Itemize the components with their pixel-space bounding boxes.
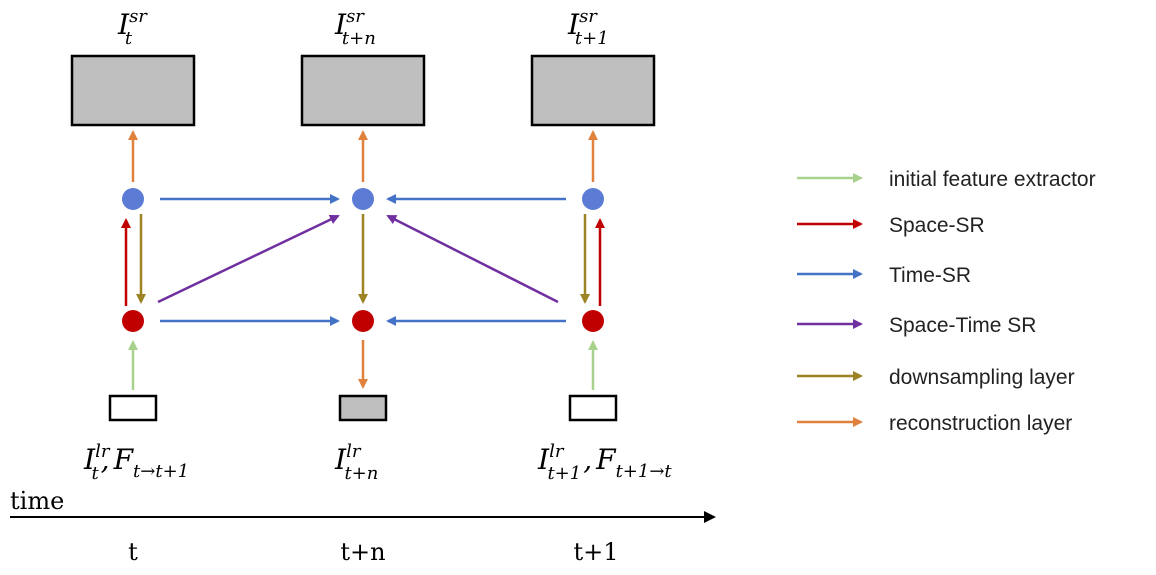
legend-label-time-sr: Time-SR: [889, 264, 971, 287]
time-tick-tn: t+n: [340, 538, 385, 566]
space-time-sr-arrow-left: [157, 214, 340, 304]
lr-node-t1: [582, 310, 604, 332]
hr-node-tn: [352, 188, 374, 210]
lr-output-box-tn: [338, 394, 388, 422]
sr-frame-box-t: [70, 54, 196, 127]
legend: initial feature extractor Space-SR Time-…: [797, 168, 1096, 435]
time-tick-t: t: [128, 538, 138, 566]
sr-frame-box-t1: [530, 54, 656, 127]
lr-node-tn: [352, 310, 374, 332]
legend-label-space-sr: Space-SR: [889, 214, 985, 237]
legend-label-initial-feature-extractor: initial feature extractor: [889, 168, 1096, 191]
lr-node-t: [122, 310, 144, 332]
legend-label-space-time-sr: Space-Time SR: [889, 314, 1036, 337]
time-axis-label: time: [10, 487, 64, 515]
space-time-sr-arrow-right: [386, 214, 559, 304]
lr-input-box-t: [108, 394, 158, 422]
legend-label-downsampling-layer: downsampling layer: [889, 366, 1075, 389]
hr-node-t: [122, 188, 144, 210]
sr-frame-box-tn: [300, 54, 426, 127]
time-tick-t1: t+1: [573, 538, 618, 566]
legend-label-reconstruction-layer: reconstruction layer: [889, 412, 1072, 435]
lr-input-box-t1: [568, 394, 618, 422]
hr-node-t1: [582, 188, 604, 210]
